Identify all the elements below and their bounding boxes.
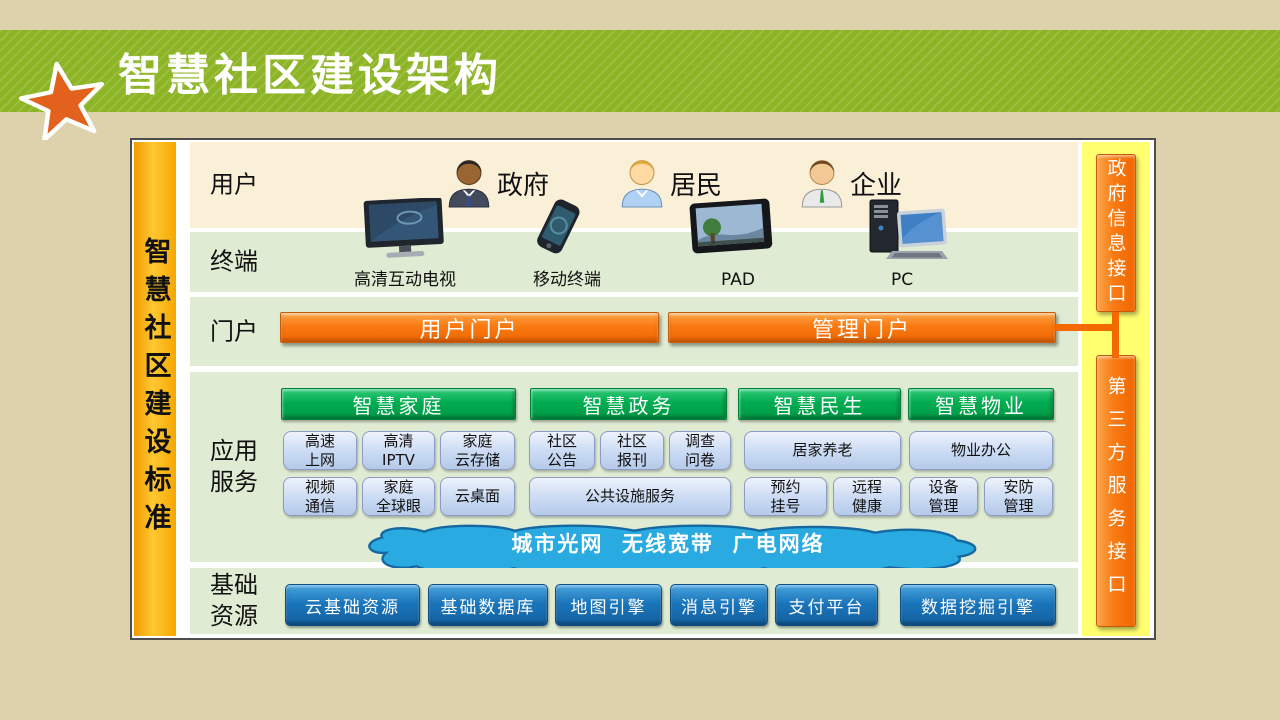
- pc-icon: [869, 199, 948, 259]
- resource-pay-platform: 支付平台: [775, 584, 878, 626]
- resource-msg-engine: 消息引擎: [670, 584, 768, 626]
- user-group-enterprise: 企业: [798, 158, 902, 208]
- app-box-home-eldercare: 居家养老: [744, 431, 901, 470]
- app-box-hd-iptv: 高清 IPTV: [362, 431, 435, 470]
- user-portal-box: 用户门户: [280, 312, 659, 343]
- resource-map-engine: 地图引擎: [555, 584, 662, 626]
- external-interface-column: 政府信息接口 第三方服务接口: [1054, 142, 1150, 636]
- user-group-resident-label: 居民: [670, 170, 723, 201]
- mobile-icon: [537, 199, 580, 254]
- row-users: 用户 政府: [190, 142, 1078, 228]
- app-box-public-facilities: 公共设施服务: [529, 477, 731, 516]
- app-box-device-mgmt: 设备 管理: [909, 477, 978, 516]
- admin-portal-box: 管理门户: [668, 312, 1056, 343]
- app-box-remote-health: 远程 健康: [833, 477, 901, 516]
- tv-label: 高清互动电视: [354, 270, 456, 290]
- user-group-government: 政府: [445, 158, 549, 208]
- app-box-video-comm: 视频 通信: [283, 477, 357, 516]
- resource-cloud-base: 云基础资源: [285, 584, 420, 626]
- category-smart-government: 智慧政务: [530, 388, 727, 420]
- diagram-rows: 用户 政府: [190, 140, 1080, 638]
- page-title: 智慧社区建设架构: [118, 50, 502, 101]
- network-cloud-label: 城市光网 无线宽带 广电网络: [511, 532, 825, 556]
- interface-vertical-connector: [1112, 312, 1119, 358]
- user-group-government-label: 政府: [497, 170, 550, 201]
- app-box-home-globaleye: 家庭 全球眼: [362, 477, 435, 516]
- pad-label: PAD: [721, 270, 755, 290]
- mobile-label: 移动终端: [533, 270, 601, 290]
- app-box-security-mgmt: 安防 管理: [984, 477, 1053, 516]
- app-box-home-cloud-storage: 家庭 云存储: [440, 431, 515, 470]
- app-box-appointment: 预约 挂号: [744, 477, 827, 516]
- pc-label: PC: [890, 270, 914, 290]
- row-portal-label: 门户: [210, 316, 258, 345]
- app-box-survey: 调查 问卷: [669, 431, 731, 470]
- government-user-icon: [448, 160, 490, 208]
- category-smart-property: 智慧物业: [908, 388, 1054, 420]
- category-smart-livelihood: 智慧民生: [738, 388, 901, 420]
- user-group-enterprise-label: 企业: [850, 170, 903, 201]
- gov-info-interface-box: 政府信息接口: [1096, 154, 1136, 312]
- row-users-label: 用户: [210, 170, 258, 199]
- resident-user-icon: [621, 160, 663, 208]
- enterprise-user-icon: [801, 160, 843, 208]
- app-box-cloud-desktop: 云桌面: [440, 477, 515, 516]
- tv-icon: [363, 198, 444, 258]
- third-party-interface-label: 第三方服务接口: [1104, 375, 1127, 607]
- third-party-interface-box: 第三方服务接口: [1096, 355, 1136, 627]
- app-box-property-office: 物业办公: [909, 431, 1053, 470]
- row-resources-label: 基础 资源: [210, 570, 258, 630]
- row-terminals-label: 终端: [210, 247, 258, 276]
- resource-base-database: 基础数据库: [428, 584, 548, 626]
- user-group-resident: 居民: [618, 158, 722, 208]
- app-box-community-notice: 社区 公告: [529, 431, 595, 470]
- slide-header: 智慧社区建设架构: [0, 30, 1280, 140]
- row-app-services: 应用 服务 智慧家庭 智慧政务 智慧民生 智慧物业 高速 上网 高清 IPTV …: [190, 372, 1078, 576]
- portal-interface-connector: [1054, 324, 1118, 331]
- app-box-community-press: 社区 报刊: [600, 431, 664, 470]
- row-app-label: 应用 服务: [210, 436, 258, 496]
- star-icon: [18, 61, 105, 140]
- resource-data-mining: 数据挖掘引擎: [900, 584, 1056, 626]
- standards-bar: 智慧社区建设标准: [134, 142, 176, 636]
- architecture-diagram: 智慧社区建设标准 用户 政府: [130, 138, 1156, 640]
- category-smart-home: 智慧家庭: [281, 388, 516, 420]
- pad-icon: [689, 198, 773, 254]
- row-terminals: 终端 高清互动电视: [190, 198, 1078, 292]
- row-portal: 门户 用户门户 管理门户: [190, 297, 1078, 366]
- gov-info-interface-label: 政府信息接口: [1104, 158, 1127, 308]
- row-resources: 基础 资源 云基础资源 基础数据库 地图引擎 消息引擎 支付平台 数据挖掘引擎: [190, 568, 1078, 634]
- standards-bar-label: 智慧社区建设标准: [139, 237, 171, 541]
- app-box-highspeed-internet: 高速 上网: [283, 431, 357, 470]
